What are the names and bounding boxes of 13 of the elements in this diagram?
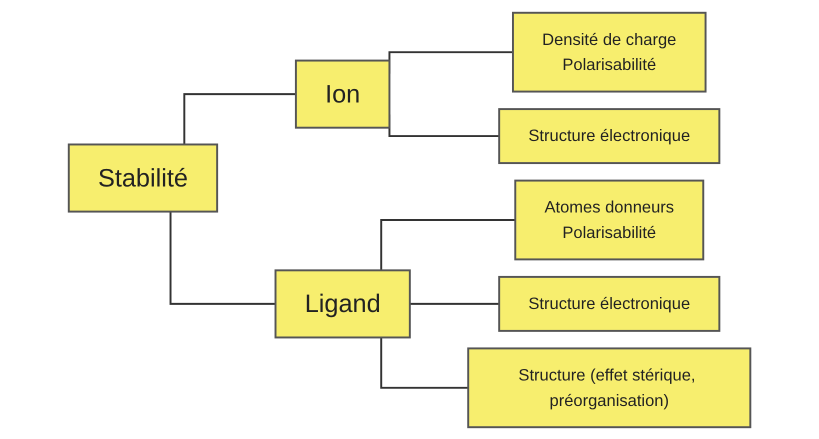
- node-box: Structure électronique: [498, 108, 720, 164]
- node-box: Structure (effet stérique, préorganisation): [467, 346, 752, 428]
- connector: [183, 92, 296, 144]
- connector: [380, 218, 516, 270]
- connector: [380, 336, 468, 388]
- node-box: Structure électronique: [498, 275, 720, 332]
- node-box: Atomes donneurs Polarisabilité: [514, 179, 704, 260]
- node-box: Densité de charge Polarisabilité: [512, 11, 706, 92]
- connector: [170, 211, 276, 304]
- node-box: Ion: [294, 59, 390, 128]
- connector: [408, 302, 500, 304]
- node-box: Ligand: [274, 268, 411, 338]
- node-box: Stabilité: [68, 143, 218, 212]
